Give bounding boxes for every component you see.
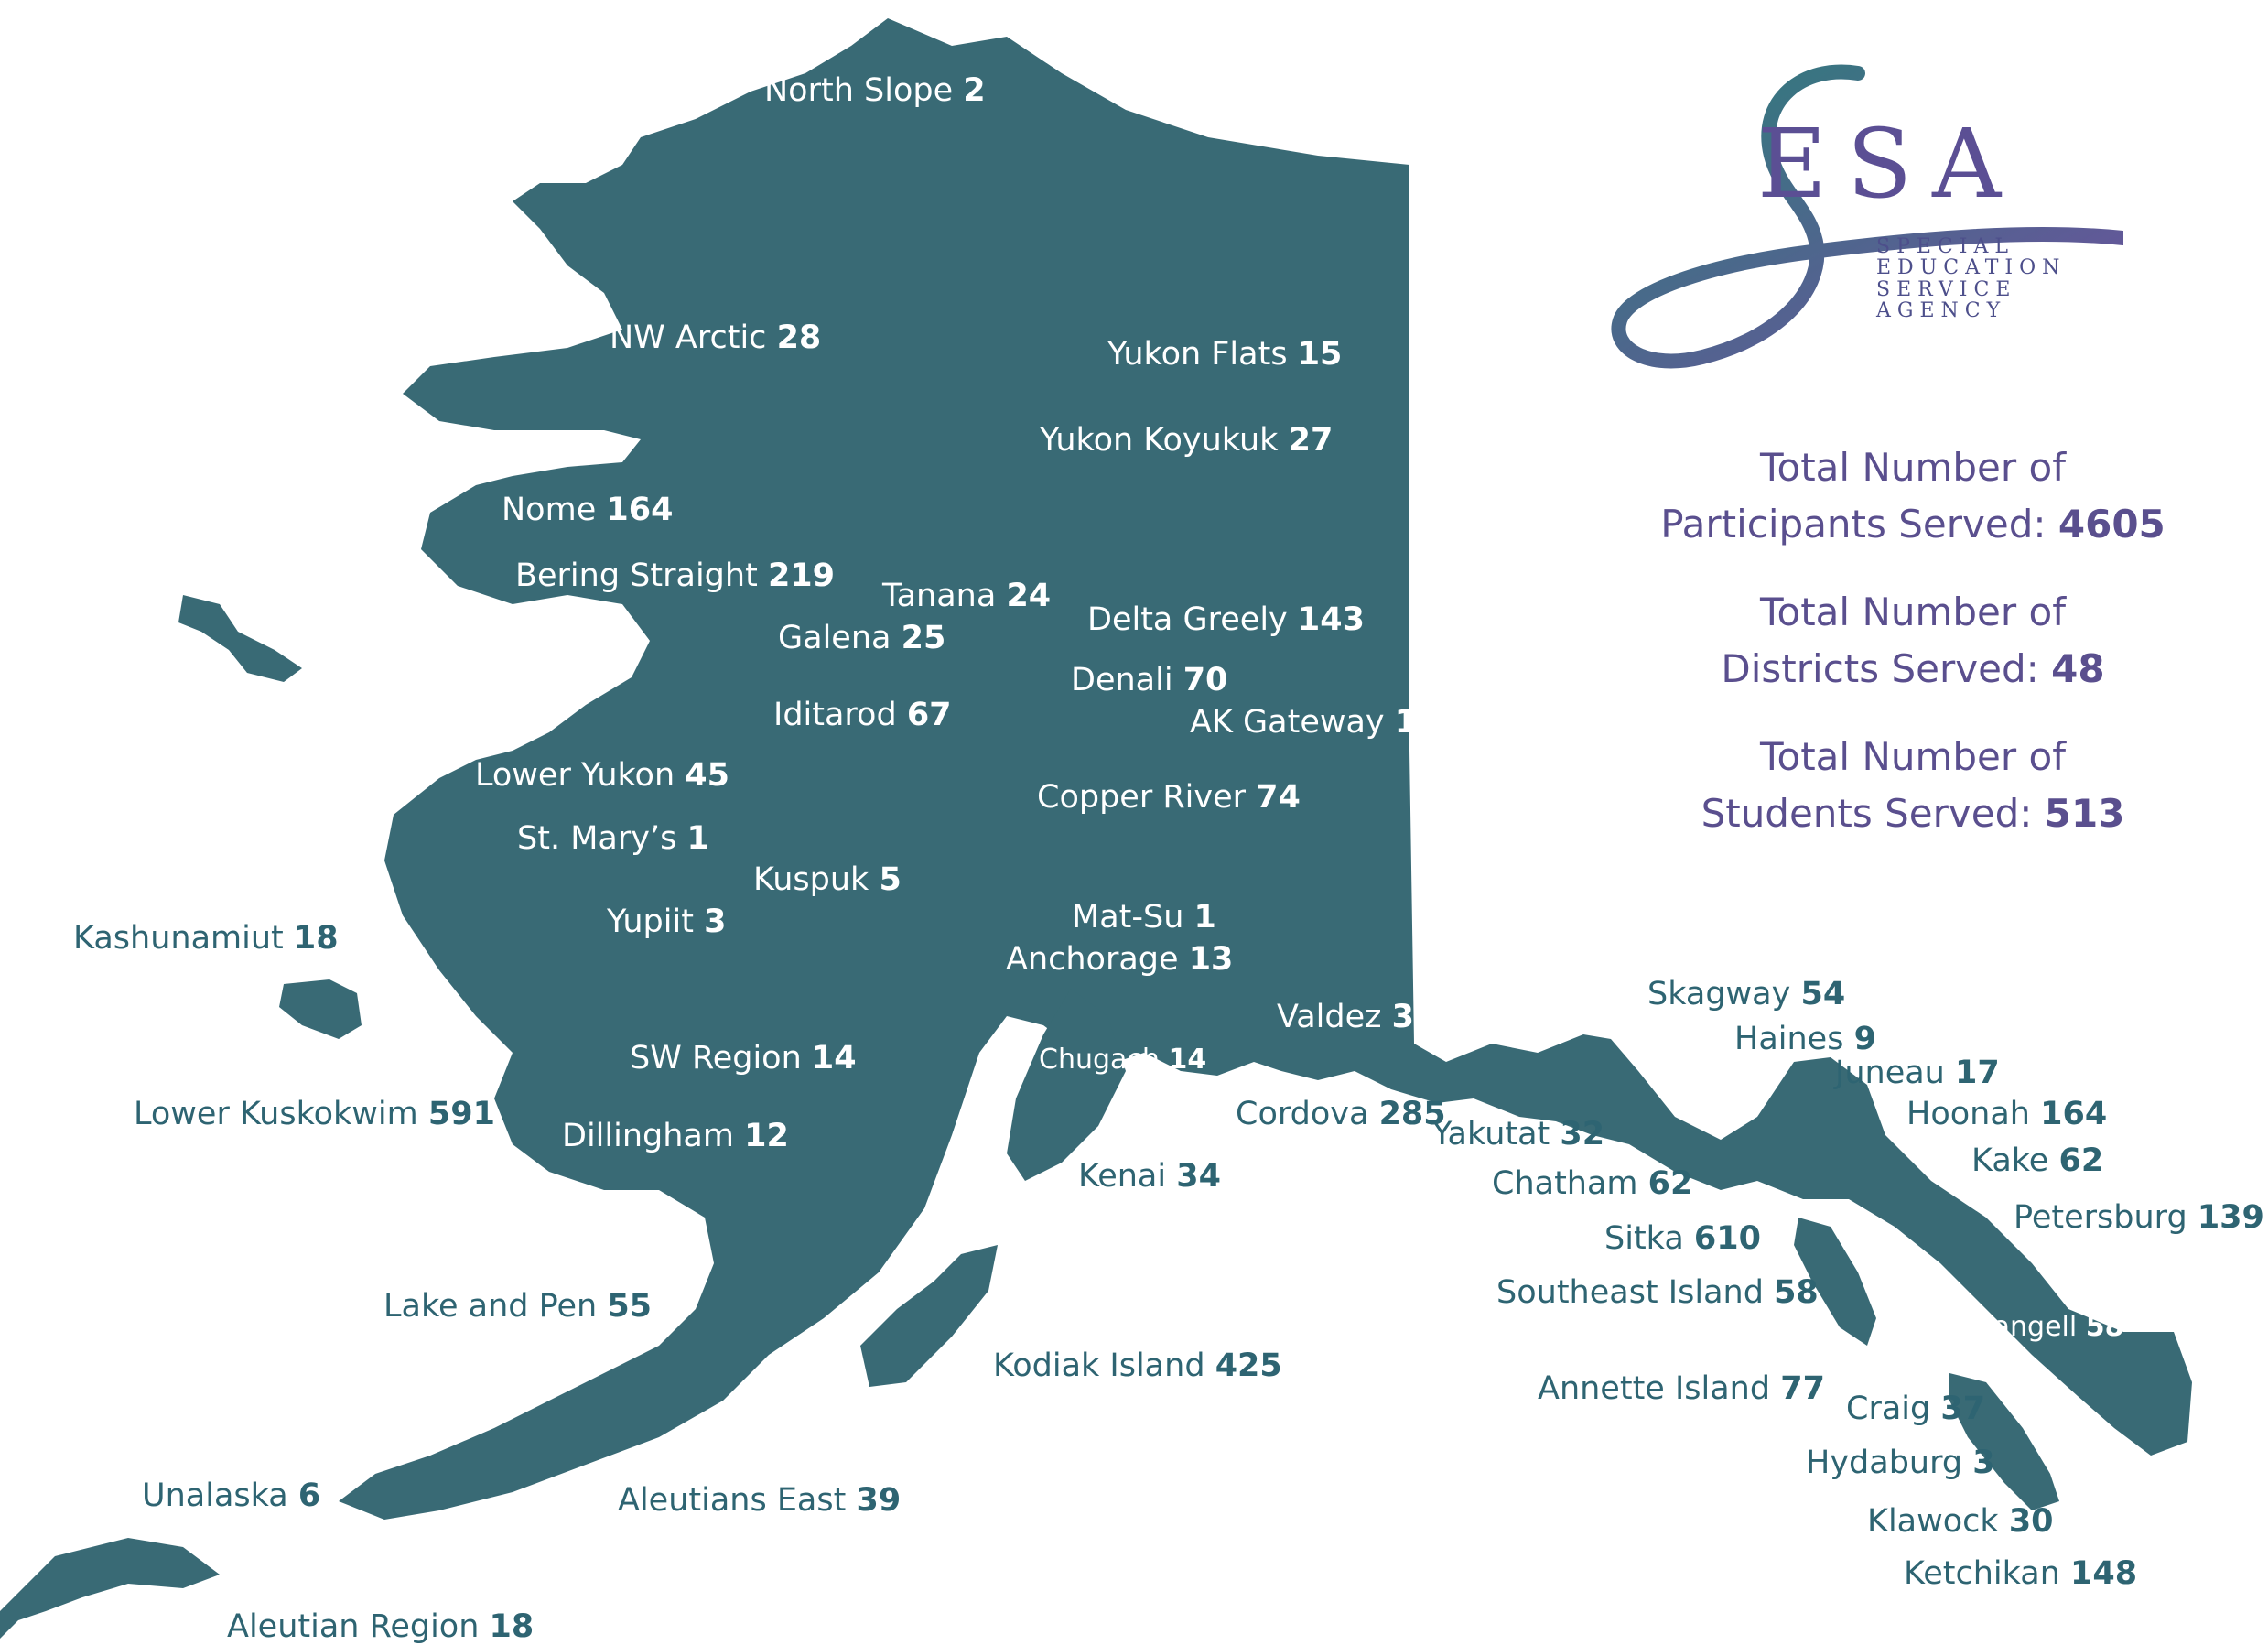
district-label-galena: Galena 25 (778, 620, 946, 656)
district-label-nome: Nome 164 (502, 492, 674, 528)
aleutian-islands (0, 1538, 220, 1639)
district-label-lower-kuskokwim: Lower Kuskokwim 591 (134, 1096, 495, 1132)
district-label-denali: Denali 70 (1071, 662, 1228, 698)
district-label-dillingham: Dillingham 12 (562, 1118, 789, 1154)
district-label-north-slope: North Slope 2 (764, 72, 986, 109)
district-label-kuspuk: Kuspuk 5 (753, 861, 902, 898)
total-districts: Total Number of Districts Served: 48 (1721, 590, 2105, 691)
district-label-hydaburg: Hydaburg 3 (1806, 1445, 1995, 1481)
district-label-kashunamiut: Kashunamiut 18 (73, 920, 339, 957)
district-label-sw-region: SW Region 14 (630, 1040, 857, 1077)
st-lawrence-island (178, 595, 302, 682)
district-label-delta-greely: Delta Greely 143 (1087, 601, 1365, 638)
district-label-juneau: Juneau 17 (1835, 1055, 2000, 1091)
district-label-klawock: Klawock 30 (1867, 1503, 2054, 1540)
district-label-yakutat: Yakutat 32 (1432, 1116, 1605, 1153)
kenai-peninsula (1007, 989, 1126, 1181)
district-label-chugach: Chugach 14 (1039, 1044, 1207, 1076)
district-label-yukon-koyukuk: Yukon Koyukuk 27 (1040, 422, 1334, 459)
sesa-logo (1611, 64, 2123, 369)
district-label-kenai: Kenai 34 (1078, 1158, 1221, 1195)
district-label-annette-island: Annette Island 77 (1538, 1370, 1825, 1407)
alaska-mainland (339, 18, 2192, 1520)
district-label-petersburg: Petersburg 139 (2014, 1199, 2264, 1236)
district-label-ketchikan: Ketchikan 148 (1904, 1555, 2138, 1592)
district-label-kake: Kake 62 (1971, 1142, 2104, 1179)
total-participants: Total Number of Participants Served: 460… (1660, 445, 2165, 547)
district-label-craig: Craig 37 (1846, 1391, 1986, 1427)
district-label-southeast-island: Southeast Island 58 (1496, 1274, 1819, 1311)
total-students: Total Number of Students Served: 513 (1701, 734, 2125, 836)
district-label-ak-gateway: AK Gateway 156 (1190, 704, 1462, 741)
nunivak-island (279, 979, 362, 1039)
district-label-aleutians-east: Aleutians East 39 (618, 1482, 902, 1519)
district-label-yukon-flats: Yukon Flats 15 (1107, 336, 1343, 373)
district-label-bering-straight: Bering Straight 219 (515, 557, 836, 594)
district-label-chatham: Chatham 62 (1492, 1165, 1693, 1202)
district-label-copper-river: Copper River 74 (1037, 779, 1301, 816)
southeast-island-1 (1794, 1218, 1876, 1346)
district-label-tanana: Tanana 24 (882, 578, 1052, 614)
district-label-skagway: Skagway 54 (1647, 976, 1846, 1012)
district-label-lower-yukon: Lower Yukon 45 (475, 757, 729, 794)
district-label-yupiit: Yupiit 3 (607, 904, 727, 940)
district-label-hoonah: Hoonah 164 (1906, 1096, 2108, 1132)
district-label-nw-arctic: NW Arctic 28 (610, 319, 822, 356)
district-label-unalaska: Unalaska 6 (142, 1477, 321, 1514)
district-label-st-marys: St. Mary’s 1 (517, 820, 709, 857)
district-label-lake-and-pen: Lake and Pen 55 (383, 1288, 653, 1325)
district-label-cordova: Cordova 285 (1236, 1096, 1446, 1132)
district-label-mat-su: Mat-Su 1 (1072, 899, 1216, 936)
district-label-wrangell: Wrangell 58 (1956, 1311, 2124, 1343)
logo-subtitle: SPECIAL EDUCATION SERVICE AGENCY (1876, 235, 2067, 322)
district-label-iditarod: Iditarod 67 (773, 697, 952, 733)
district-label-aleutian-region: Aleutian Region 18 (227, 1608, 535, 1645)
district-label-sitka: Sitka 610 (1604, 1220, 1761, 1257)
kodiak-island (860, 1245, 998, 1387)
district-label-kodiak-island: Kodiak Island 425 (993, 1347, 1282, 1384)
logo-wordmark: ESA (1757, 108, 2022, 220)
district-label-anchorage: Anchorage 13 (1006, 941, 1234, 978)
totals-panel: Total Number of Participants Served: 460… (1620, 439, 2206, 873)
southeast-island-2 (1949, 1373, 2059, 1510)
district-label-valdez: Valdez 374 (1277, 999, 1459, 1035)
district-label-haines: Haines 9 (1734, 1021, 1876, 1057)
